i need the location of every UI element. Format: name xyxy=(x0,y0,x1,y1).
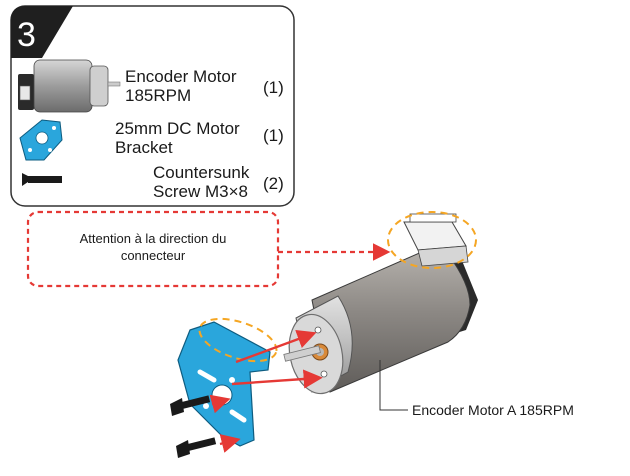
assembly-arrow xyxy=(235,329,317,364)
bracket-thumbnail xyxy=(19,119,63,161)
assembly-arrows xyxy=(209,329,323,453)
part-quantity: (2) xyxy=(263,174,284,193)
part-encoder-motor: Encoder Motor 185RPM (1) xyxy=(18,59,284,113)
bracket-highlight xyxy=(198,317,278,363)
screw xyxy=(170,395,211,416)
part-quantity: (1) xyxy=(263,126,284,145)
connector-callout: Attention à la direction du connecteur xyxy=(26,210,391,288)
part-motor-bracket: 25mm DC Motor Bracket (1) xyxy=(19,119,284,161)
part-name-line2: 185RPM xyxy=(125,86,191,105)
connector-highlight xyxy=(387,211,477,269)
callout-box xyxy=(26,210,280,288)
screw xyxy=(176,437,217,458)
step-badge xyxy=(11,6,73,58)
parts-panel-frame xyxy=(10,5,295,207)
step-number: 3 xyxy=(17,16,36,54)
motor-label-group: Encoder Motor A 185RPM xyxy=(379,360,574,418)
assembly-arrow xyxy=(209,394,231,414)
part-countersunk-screw: Countersunk Screw M3×8 (2) xyxy=(22,163,284,201)
mount-hole xyxy=(314,326,322,334)
bracket-hole xyxy=(229,377,235,383)
motor-bracket xyxy=(177,317,278,447)
bracket-plate xyxy=(177,321,271,447)
encoder-motor xyxy=(283,211,478,395)
connector xyxy=(403,213,469,267)
assembly-arrow xyxy=(231,369,323,389)
part-quantity: (1) xyxy=(263,78,284,97)
part-name-line2: Screw M3×8 xyxy=(153,182,248,201)
leader-line xyxy=(379,360,408,411)
motor-label: Encoder Motor A 185RPM xyxy=(412,402,574,418)
assembly-arrow xyxy=(219,434,241,453)
callout-line1: Attention à la direction du xyxy=(80,231,227,246)
parts-panel: 3 Encoder Motor 185RPM (1) 25mm xyxy=(10,5,295,207)
part-name-line1: Encoder Motor xyxy=(125,67,237,86)
screw-thumbnail xyxy=(22,173,62,186)
output-shaft xyxy=(283,345,321,362)
bracket-hole xyxy=(203,403,209,409)
encoder-motor-thumbnail xyxy=(18,59,121,113)
mount-hole xyxy=(320,370,328,378)
part-name-line1: Countersunk xyxy=(153,163,250,182)
callout-line2: connecteur xyxy=(121,248,186,263)
part-name-line2: Bracket xyxy=(115,138,173,157)
part-name-line1: 25mm DC Motor xyxy=(115,119,240,138)
